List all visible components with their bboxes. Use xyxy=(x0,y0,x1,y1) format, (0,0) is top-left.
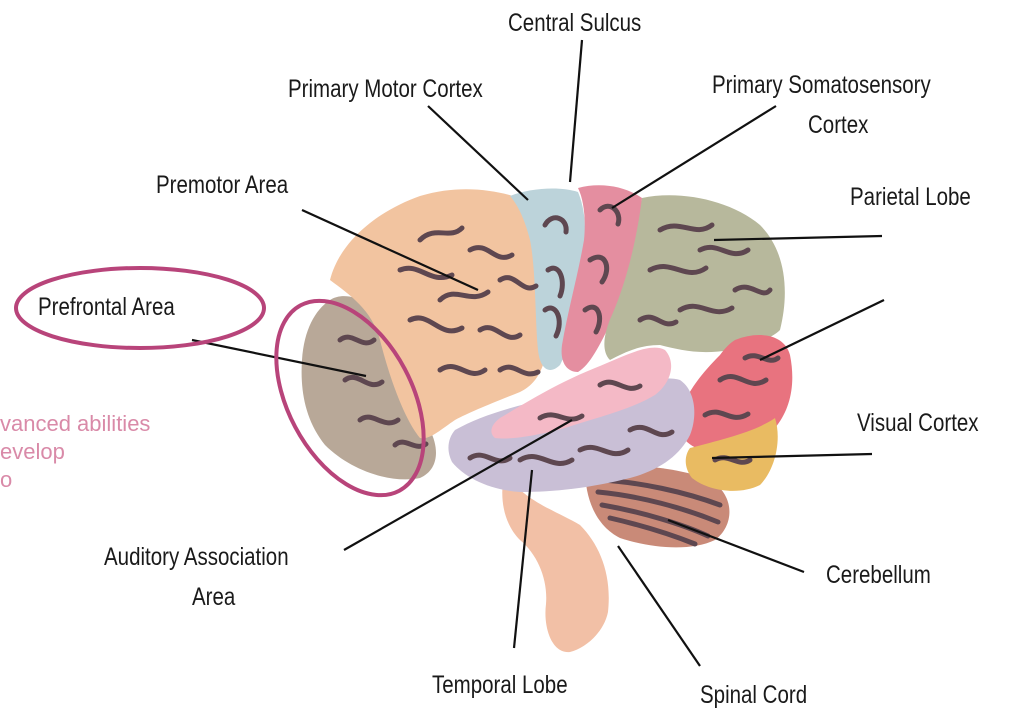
label-primary-motor-cortex: Primary Motor Cortex xyxy=(288,74,483,104)
label-prefrontal-area: Prefrontal Area xyxy=(38,292,175,322)
label-central-sulcus: Central Sulcus xyxy=(508,8,641,38)
label-auditory-association-line1: Auditory Association xyxy=(104,542,289,572)
label-parietal-lobe: Parietal Lobe xyxy=(850,182,971,212)
label-temporal-lobe: Temporal Lobe xyxy=(432,670,568,700)
label-auditory-association-line2: Area xyxy=(192,582,235,612)
leader-primary-somato xyxy=(612,106,776,208)
leader-central-sulcus xyxy=(570,40,582,182)
label-primary-somatosensory-line1: Primary Somatosensory xyxy=(712,70,931,100)
label-premotor-area: Premotor Area xyxy=(156,170,288,200)
label-primary-somatosensory-line2: Cortex xyxy=(808,110,868,140)
leader-primary-motor xyxy=(428,106,528,200)
label-cerebellum: Cerebellum xyxy=(826,560,931,590)
label-spinal-cord: Spinal Cord xyxy=(700,680,807,710)
leader-spinal-cord xyxy=(618,546,700,666)
label-visual-cortex: Visual Cortex xyxy=(857,408,979,438)
side-text-line3: o xyxy=(0,466,12,493)
side-text-line2: evelop xyxy=(0,438,65,465)
side-text-line1: vanced abilities xyxy=(0,410,150,437)
